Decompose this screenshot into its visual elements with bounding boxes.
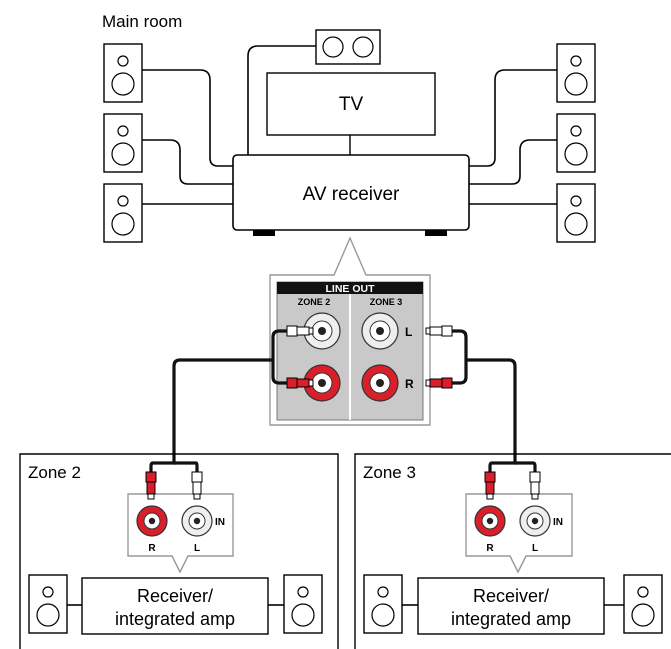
zone2-in-jack-right [136,505,168,537]
cable-zone2 [149,329,287,472]
line-out-zone3-label: ZONE 3 [370,297,403,307]
zone3-speaker-left [363,574,403,634]
zone2-amp-line2: integrated amp [115,609,235,629]
jack-zone3-right [361,364,399,402]
zone3-amp: Receiver/ integrated amp [417,577,605,635]
zone3-amp-line2: integrated amp [451,609,571,629]
line-out-title: LINE OUT [326,283,376,295]
zone2-in-label: IN [215,517,225,528]
zone2-speaker-right [283,574,323,634]
zone2-amp-line1: Receiver/ [137,586,213,606]
plug-zone2-right [286,377,314,389]
line-out-r-mark: R [405,377,414,391]
zone3-amp-line1: Receiver/ [473,586,549,606]
line-out-zone2-label: ZONE 2 [298,297,331,307]
av-receiver-label: AV receiver [303,184,400,205]
plug-zone3-left [425,325,453,337]
jack-zone3-left [361,312,399,350]
zone2-plug-right [145,471,157,500]
zone3-plug-left [529,471,541,500]
zone3-label: Zone 3 [363,463,416,482]
zone2-l-label: L [194,543,200,554]
speaker-front-left [103,43,143,103]
cable-zone3 [452,329,537,472]
tv: TV [266,72,436,155]
speaker-center [315,29,381,65]
av-receiver: AV receiver [232,154,470,236]
speaker-back-right [556,183,596,243]
zone3-speaker-right [623,574,663,634]
main-room-label: Main room [102,12,182,31]
plug-zone2-left [286,325,314,337]
zone3-in-jack-right [474,505,506,537]
zone3-in-label: IN [553,517,563,528]
zone3-r-label: R [486,543,494,554]
zone2-label: Zone 2 [28,463,81,482]
zone2-r-label: R [148,543,156,554]
speaker-surround-right [556,113,596,173]
zone3-area: Zone 3 IN R L Rec [354,453,671,649]
speaker-front-right [556,43,596,103]
zone2-amp: Receiver/ integrated amp [81,577,269,635]
plug-zone3-right [425,377,453,389]
tv-label: TV [339,94,364,115]
line-out-l-mark: L [405,325,412,339]
zone3-plug-right [484,471,496,500]
zone3-l-label: L [532,543,538,554]
speaker-wires [140,45,557,205]
zone2-area: Zone 2 IN R L [19,453,339,649]
zone2-speaker-left [28,574,68,634]
speaker-surround-left [103,113,143,173]
zone2-in-jack-left [181,505,213,537]
speaker-back-left [103,183,143,243]
zone2-plug-left [191,471,203,500]
zone3-in-jack-left [519,505,551,537]
